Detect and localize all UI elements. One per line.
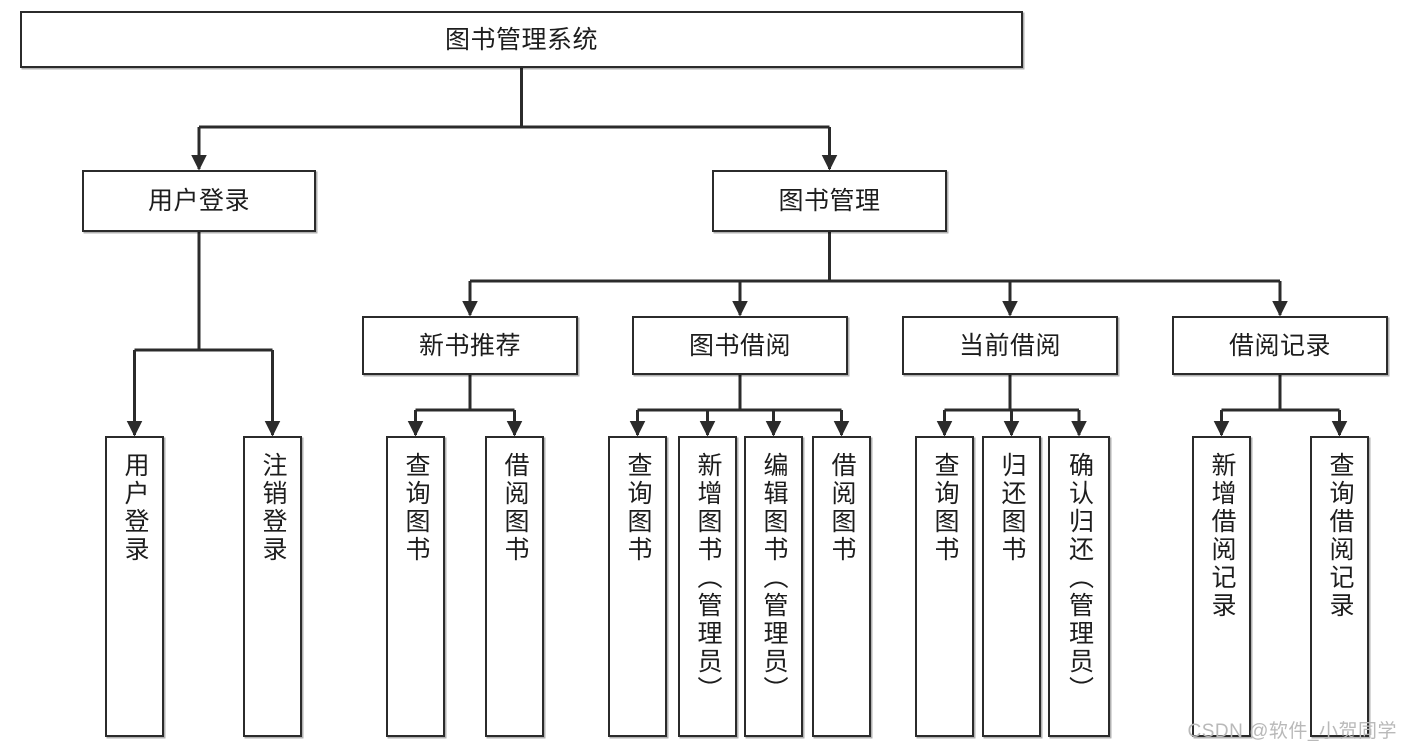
node-label: 编辑图书（管理员） bbox=[760, 452, 788, 704]
node-leaf-query-book-1[interactable]: 查询图书 bbox=[386, 436, 445, 737]
node-new-book-rec[interactable]: 新书推荐 bbox=[362, 316, 578, 375]
node-leaf-query-record[interactable]: 查询借阅记录 bbox=[1310, 436, 1369, 737]
node-label: 图书管理系统 bbox=[444, 25, 598, 54]
node-borrow-record[interactable]: 借阅记录 bbox=[1172, 316, 1388, 375]
node-label: 查询图书 bbox=[931, 452, 959, 564]
node-leaf-borrow-book-2[interactable]: 借阅图书 bbox=[812, 436, 871, 737]
node-label: 借阅图书 bbox=[828, 452, 856, 564]
node-leaf-confirm-return[interactable]: 确认归还（管理员） bbox=[1048, 436, 1110, 737]
node-label: 确认归还（管理员） bbox=[1065, 452, 1094, 704]
watermark: CSDN @软件_小贺同学 bbox=[1187, 721, 1397, 742]
node-leaf-logout[interactable]: 注销登录 bbox=[243, 436, 302, 737]
node-label: 注销登录 bbox=[259, 452, 287, 564]
node-leaf-borrow-book-1[interactable]: 借阅图书 bbox=[485, 436, 544, 737]
node-label: 用户登录 bbox=[147, 187, 250, 215]
node-current-borrow[interactable]: 当前借阅 bbox=[902, 316, 1118, 375]
node-label: 新书推荐 bbox=[418, 331, 521, 360]
node-leaf-user-login[interactable]: 用户登录 bbox=[105, 436, 164, 737]
node-leaf-query-book-2[interactable]: 查询图书 bbox=[608, 436, 667, 737]
edge-group-borrow-record bbox=[1213, 375, 1348, 437]
node-label: 归还图书 bbox=[998, 452, 1026, 564]
node-label: 图书管理 bbox=[778, 187, 881, 215]
node-label: 用户登录 bbox=[121, 452, 149, 564]
node-label: 查询图书 bbox=[624, 452, 652, 564]
edge-group-user-login bbox=[126, 232, 281, 437]
node-label: 图书借阅 bbox=[688, 331, 791, 360]
node-leaf-add-book[interactable]: 新增图书（管理员） bbox=[678, 436, 737, 737]
node-label: 当前借阅 bbox=[958, 331, 1061, 360]
node-label: 查询图书 bbox=[402, 452, 430, 564]
node-user-login[interactable]: 用户登录 bbox=[82, 170, 316, 232]
node-root[interactable]: 图书管理系统 bbox=[20, 11, 1023, 68]
node-leaf-edit-book[interactable]: 编辑图书（管理员） bbox=[744, 436, 803, 737]
node-label: 新增借阅记录 bbox=[1208, 452, 1236, 620]
node-label: 新增图书（管理员） bbox=[694, 452, 722, 704]
edge-group-current-borrow bbox=[936, 375, 1087, 437]
node-label: 借阅图书 bbox=[501, 452, 529, 564]
node-label: 借阅记录 bbox=[1228, 331, 1331, 360]
node-label: 查询借阅记录 bbox=[1326, 452, 1354, 620]
edge-group-root bbox=[191, 68, 838, 171]
node-book-manage[interactable]: 图书管理 bbox=[712, 170, 947, 232]
edge-group-book-manage bbox=[462, 232, 1288, 317]
node-leaf-add-record[interactable]: 新增借阅记录 bbox=[1192, 436, 1251, 737]
node-book-borrow[interactable]: 图书借阅 bbox=[632, 316, 848, 375]
edge-group-new-book-rec bbox=[407, 375, 523, 437]
node-leaf-query-book-3[interactable]: 查询图书 bbox=[915, 436, 974, 737]
edge-group-book-borrow bbox=[629, 375, 850, 437]
node-leaf-return-book[interactable]: 归还图书 bbox=[982, 436, 1041, 737]
